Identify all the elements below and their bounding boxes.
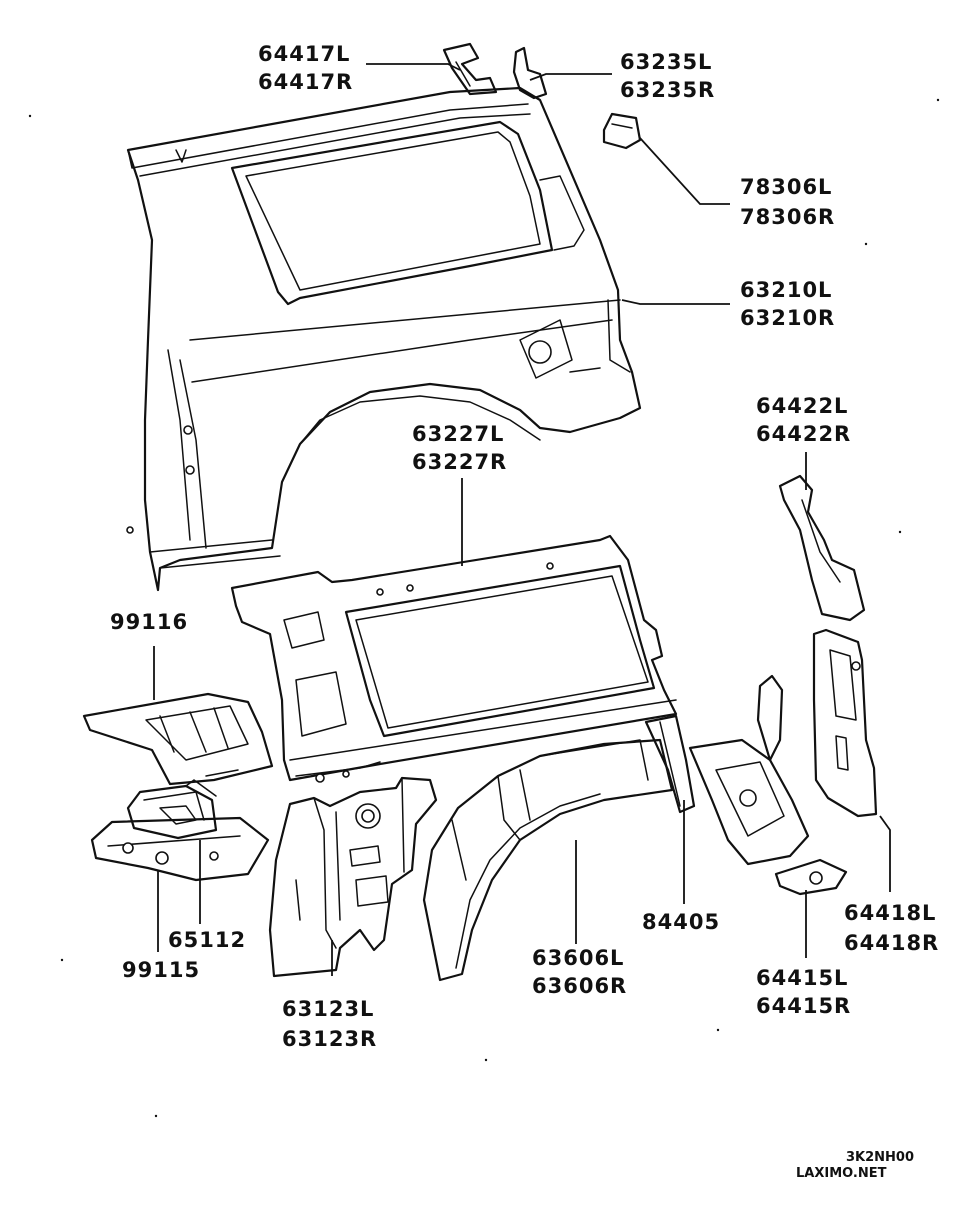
support-65112 (126, 779, 218, 840)
label-64418: 64418L 64418R (844, 898, 939, 958)
rear-wheelhouse-section (688, 674, 810, 866)
part-number-64418r: 64418R (844, 931, 940, 955)
part-number-63235l: 63235L (620, 50, 713, 74)
plate-64415 (774, 858, 848, 896)
rear-pillar-panel-64418 (812, 628, 878, 818)
leader-lines (153, 63, 891, 976)
label-84405: 84405 (642, 908, 720, 936)
floor-panel-99116 (82, 692, 274, 786)
label-63235: 63235L 63235R (620, 48, 715, 104)
corner-bracket-78306 (602, 112, 642, 150)
label-78306: 78306L 78306R (740, 172, 835, 232)
part-number-63210r: 63210R (740, 306, 836, 330)
part-number-99116: 99116 (110, 610, 189, 634)
label-63123: 63123L 63123R (282, 994, 377, 1054)
part-number-64417r: 64417R (258, 70, 354, 94)
part-number-63227r: 63227R (412, 450, 508, 474)
label-63210: 63210L 63210R (740, 276, 835, 332)
part-number-63227l: 63227L (412, 422, 505, 446)
quarter-inner-panel (230, 534, 678, 783)
part-number-63123l: 63123L (282, 997, 375, 1021)
part-number-64417l: 64417L (258, 42, 351, 66)
watermark-text: LAXIMO.NET (796, 1166, 887, 1181)
part-number-78306r: 78306R (740, 205, 836, 229)
part-number-64418l: 64418L (844, 901, 937, 925)
part-number-65112: 65112 (168, 928, 247, 952)
label-63606: 63606L 63606R (532, 944, 627, 1000)
part-number-63606l: 63606L (532, 946, 625, 970)
rear-pillar-63123 (268, 776, 438, 978)
pillar-bracket-64422 (778, 474, 866, 622)
part-number-63123r: 63123R (282, 1027, 378, 1051)
floor-panel-99115 (90, 816, 270, 882)
label-64417: 64417L 64417R (258, 40, 353, 96)
label-99115: 99115 (122, 956, 200, 984)
label-99116: 99116 (110, 608, 188, 636)
part-number-63210l: 63210L (740, 278, 833, 302)
speckle-dots (28, 98, 940, 1118)
label-63227: 63227L 63227R (412, 420, 507, 476)
part-number-64422r: 64422R (756, 422, 852, 446)
upper-bracket-63235 (512, 46, 548, 100)
diagram-code: 3K2NH00 (846, 1150, 915, 1165)
reinforcement-strip-84405 (644, 714, 696, 814)
part-number-64415r: 64415R (756, 994, 852, 1018)
label-64415: 64415L 64415R (756, 964, 851, 1020)
part-number-99115: 99115 (122, 958, 201, 982)
part-number-64415l: 64415L (756, 966, 849, 990)
upper-gusset-64417 (442, 42, 498, 96)
label-65112: 65112 (168, 926, 246, 954)
part-number-78306l: 78306L (740, 175, 833, 199)
part-number-84405: 84405 (642, 910, 721, 934)
part-number-63606r: 63606R (532, 974, 628, 998)
part-number-63235r: 63235R (620, 78, 716, 102)
part-number-64422l: 64422L (756, 394, 849, 418)
label-64422: 64422L 64422R (756, 392, 851, 448)
quarter-outer-panel (126, 86, 642, 592)
